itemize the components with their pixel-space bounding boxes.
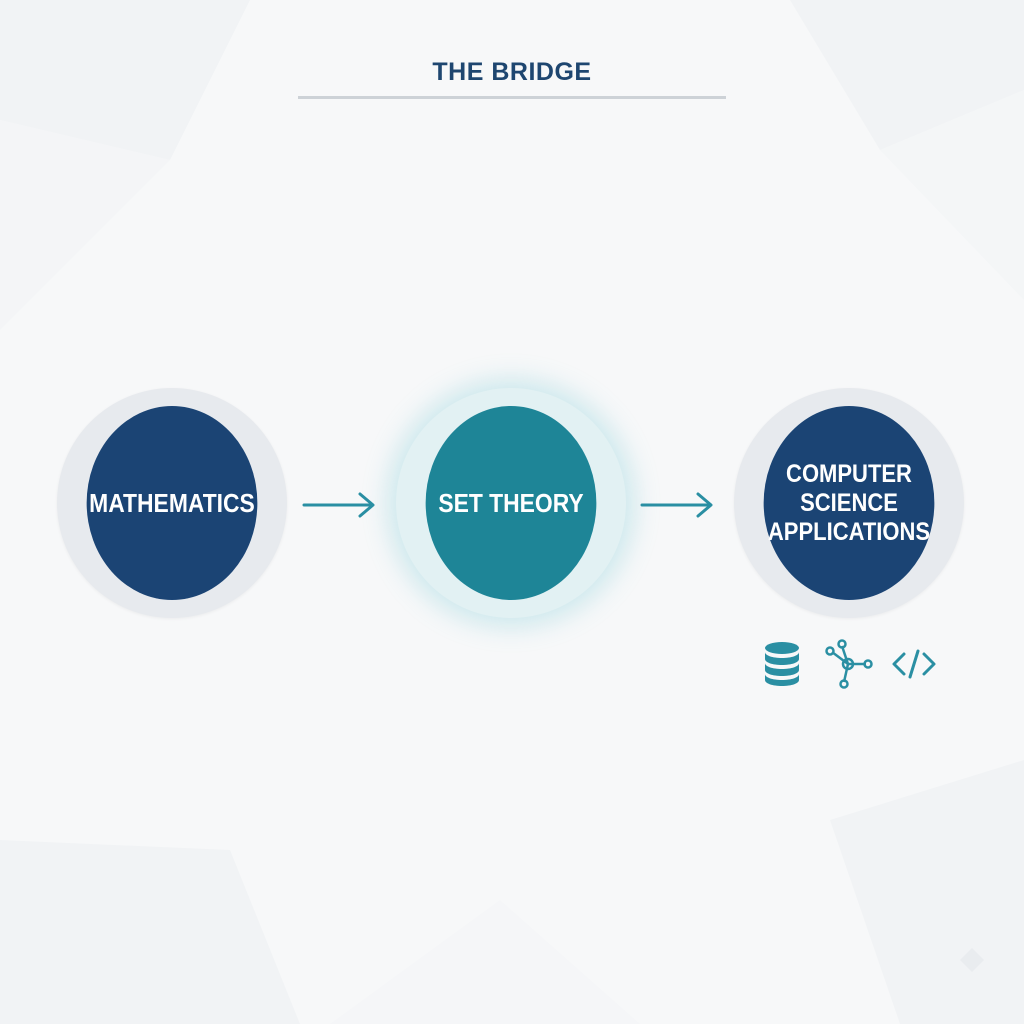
- title-underline: [298, 96, 726, 99]
- database-icon: [765, 642, 799, 686]
- node-set-theory-circle: SET THEORY: [425, 406, 597, 600]
- node-set-theory: SET THEORY: [396, 388, 626, 618]
- node-mathematics-circle: MATHEMATICS: [86, 406, 258, 600]
- network-graph-icon: [825, 639, 873, 689]
- code-brackets-icon: [892, 649, 936, 679]
- node-computer-science: COMPUTER SCIENCE APPLICATIONS: [734, 388, 964, 618]
- node-computer-science-label: COMPUTER SCIENCE APPLICATIONS: [767, 459, 931, 546]
- arrow-right-icon: [640, 492, 713, 518]
- arrow-right-icon: [302, 492, 375, 518]
- page-title: THE BRIDGE: [432, 58, 592, 86]
- node-mathematics-label: MATHEMATICS: [89, 488, 255, 518]
- node-computer-science-circle: COMPUTER SCIENCE APPLICATIONS: [763, 406, 935, 600]
- node-mathematics: MATHEMATICS: [57, 388, 287, 618]
- node-set-theory-label: SET THEORY: [438, 488, 584, 518]
